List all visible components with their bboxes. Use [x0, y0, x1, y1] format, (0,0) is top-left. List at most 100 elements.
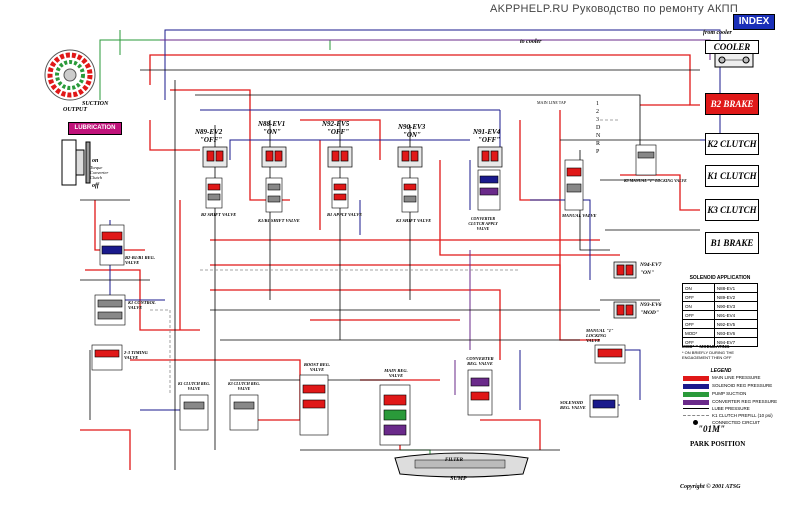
k3-shift-valve-label: K3 SHIFT VALVE	[396, 218, 432, 223]
name-cell: N92-EV5	[713, 319, 759, 329]
k1-clutch-reg-valve-label: K1 CLUTCH REG. VALVE	[177, 381, 211, 391]
valve-bodies	[91, 144, 657, 446]
legend-swatch-lube	[683, 408, 709, 409]
solenoid-n89-state: "OFF"	[200, 136, 223, 144]
legend-swatch-suction	[683, 392, 709, 397]
k3-clutch-box: K3 CLUTCH	[705, 199, 759, 221]
legend-item-conv: CONVERTER REG PRESSURE	[712, 399, 778, 404]
solenoid-n91-state: "OFF"	[478, 136, 501, 144]
solenoid-n92-state: "OFF"	[327, 128, 350, 136]
model-label: "01M"	[698, 424, 725, 434]
legend-item-prefill: K1 CLUTCH PREFILL (10 psi)	[712, 413, 773, 418]
mod-note-2: * ON BRIEFLY DURING THE ENGAGEMENT THEN …	[682, 350, 735, 360]
lines-lube	[80, 69, 700, 470]
filter-label: FILTER	[445, 458, 463, 463]
solenoid-reg-valve-label: SOLENOID REG. VALVE	[560, 400, 586, 410]
lubrication-box: LUBRICATION	[68, 122, 122, 135]
solenoid-n88-name: N88-EV1	[258, 120, 286, 128]
position-label: PARK POSITION	[690, 440, 746, 448]
legend-swatch-sol	[683, 384, 709, 389]
k3-manual-locking-label: K3 MANUAL "1" LOCKING VALVE	[624, 178, 687, 183]
legend-item-main: MAIN LINE PRESSURE	[712, 375, 761, 380]
name-cell: N89-EV2	[713, 292, 759, 302]
converter-reg-valve-label: CONVERTER REG. VALVE	[466, 356, 494, 366]
pump-icon	[44, 49, 96, 101]
solenoid-n93-state: "MOD"	[640, 310, 659, 316]
solenoid-n90-name: N90-EV3	[398, 123, 426, 131]
mod-note: MOD* = MODULATING	[682, 344, 730, 349]
boost-reg-valve-label: BOOST REG. VALVE	[303, 362, 331, 372]
legend-swatch-connected	[693, 420, 698, 425]
legend-item-lube: LUBE PRESSURE	[712, 406, 750, 411]
name-cell: N94-EV7	[713, 337, 759, 347]
manual-valve-label: MANUAL VALVE	[562, 213, 597, 218]
lines-converter	[160, 39, 711, 395]
solenoid-n89-name: N89-EV2	[195, 128, 223, 136]
legend-swatch-main	[683, 376, 709, 381]
solenoid-n93-name: N93-EV6	[640, 302, 662, 308]
name-cell: N93-EV6	[713, 328, 759, 338]
b2-b1-reg-valve-label: B2-B1/B1 REG. VALVE	[125, 255, 156, 265]
name-cell: N91-EV4	[713, 310, 759, 320]
suction-label: SUCTION	[82, 101, 109, 107]
solenoid-n91-name: N91-EV4	[473, 128, 501, 136]
b1-apply-valve-label: B1 APPLY VALVE	[327, 212, 363, 217]
from-cooler-label: from cooler	[703, 30, 732, 36]
k1b1-shift-valve-label: K1/B1 SHIFT VALVE	[258, 218, 300, 223]
k3-clutch-reg-valve-label: K3 CLUTCH REG. VALVE	[227, 381, 261, 391]
solenoid-n90-state: "ON"	[403, 131, 421, 139]
legend-title: LEGEND	[710, 368, 732, 374]
legend-item-suction: PUMP SUCTION	[712, 391, 747, 396]
index-button[interactable]: INDEX	[733, 14, 775, 30]
legend-item-sol: SOLENOID REG PRESSURE	[712, 383, 773, 388]
gear-3: 3	[596, 117, 599, 123]
torque-converter-icon	[61, 139, 91, 186]
main-line-tap-label: MAIN LINE TAP	[537, 100, 566, 105]
gear-1: 1	[596, 101, 599, 107]
lines-prefill	[150, 119, 620, 395]
tcc-label: Torque Converter Clutch	[90, 165, 109, 180]
b2-shift-valve-label: B2 SHIFT VALVE	[201, 212, 237, 217]
table-row: MOD*N93-EV6	[682, 328, 759, 338]
copyright: Copyright © 2001 ATSG	[680, 484, 741, 490]
timing-valve-label: 2-3 TIMING VALVE	[124, 350, 148, 360]
tcc-on-label: on	[92, 158, 99, 164]
b1-brake-box: B1 BRAKE	[705, 232, 759, 254]
k1-clutch-box: K1 CLUTCH	[705, 165, 759, 187]
name-cell: N90-EV3	[713, 301, 759, 311]
b2-brake-box: B2 BRAKE	[705, 93, 759, 115]
solenoid-n94-name: N94-EV7	[640, 262, 662, 268]
solenoid-n88-state: "ON"	[263, 128, 281, 136]
state-cell: OFF	[682, 310, 715, 320]
converter-clutch-valve-label: CONVERTER CLUTCH APPLY VALVE	[468, 216, 498, 231]
output-label: OUTPUT	[63, 107, 87, 113]
state-cell: MOD*	[682, 328, 715, 338]
name-cell: N88-EV1	[713, 283, 759, 293]
state-cell: ON	[682, 301, 715, 311]
solenoid-bodies	[202, 146, 637, 319]
gear-2: 2	[596, 109, 599, 115]
legend-swatch-conv	[683, 400, 709, 405]
k1-control-valve-label: K1 CONTROL VALVE	[128, 300, 156, 310]
site-title: AKPPHELP.RU Руководство по ремонту АКПП	[490, 3, 739, 15]
tcc-off-label: off	[92, 183, 99, 189]
gear-d: D	[596, 125, 601, 131]
gear-p: P	[596, 149, 600, 155]
state-cell: ON	[682, 283, 715, 293]
to-cooler-label: to cooler	[520, 39, 542, 45]
solenoid-n94-state: "ON"	[640, 270, 655, 276]
legend-item-connected: CONNECTED CIRCUIT	[712, 420, 760, 425]
state-cell: OFF	[682, 319, 715, 329]
cooler-icon	[714, 52, 754, 68]
sump-icon	[394, 452, 529, 478]
manual-locking-valve-label: MANUAL "1" LOCKING VALVE	[586, 328, 614, 343]
main-reg-valve-label: MAIN REG. VALVE	[384, 368, 408, 378]
